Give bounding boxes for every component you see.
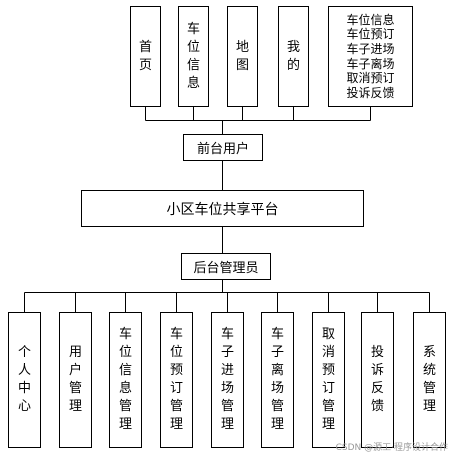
front-user-label: 前台用户 [196,142,249,157]
top-node-mine: 我的 [278,6,309,107]
bottom-node-label: 车子离场管理 [270,327,284,432]
admin-node: 后台管理员 [181,253,271,280]
top-node-parking-info: 车位信息 [178,6,209,107]
top-node-map: 地图 [227,6,258,107]
feature-list-box: 车位信息 车位预订 车子进场 车子离场 取消预订 投诉反馈 [328,6,413,107]
platform-node: 小区车位共享平台 [81,190,364,227]
bottom-node-system-management: 系统管理 [413,312,446,448]
bottom-node-entry-management: 车子进场管理 [211,312,244,448]
top-node-parking-info-label: 车位信息 [186,21,200,91]
bottom-node-personal-center: 个人中心 [8,312,41,448]
bottom-node-parking-info-management: 车位信息管理 [109,312,142,448]
bottom-node-booking-management: 车位预订管理 [160,312,193,448]
watermark-text: CSDN @源工·程序设计合作 [335,443,448,453]
bottom-node-label: 个人中心 [17,345,31,414]
bottom-node-label: 用户管理 [68,345,82,414]
bottom-node-complaint-feedback: 投诉反馈 [361,312,394,448]
admin-label: 后台管理员 [193,261,259,276]
feature-item: 取消预订 [346,71,395,86]
bottom-node-label: 车位信息管理 [118,327,132,432]
bottom-node-label: 车位预订管理 [169,327,183,432]
bottom-node-cancel-booking-management: 取消预订管理 [312,312,345,448]
feature-item: 车位信息 [346,12,395,27]
feature-item: 车位预订 [346,27,395,42]
bottom-node-label: 投诉反馈 [370,345,384,414]
bottom-node-exit-management: 车子离场管理 [261,312,294,448]
bottom-node-label: 车子进场管理 [220,327,234,432]
feature-item: 车子离场 [346,56,395,71]
front-user-node: 前台用户 [183,134,263,161]
bottom-node-label: 取消预订管理 [321,327,335,432]
bottom-node-user-management: 用户管理 [59,312,92,448]
platform-label: 小区车位共享平台 [166,201,279,218]
top-node-home-label: 首页 [138,39,152,73]
feature-item: 车子进场 [346,41,395,56]
top-node-mine-label: 我的 [286,39,300,73]
bottom-node-label: 系统管理 [422,345,436,414]
top-node-home: 首页 [130,6,161,107]
top-node-map-label: 地图 [235,39,249,73]
feature-item: 投诉反馈 [346,85,395,100]
